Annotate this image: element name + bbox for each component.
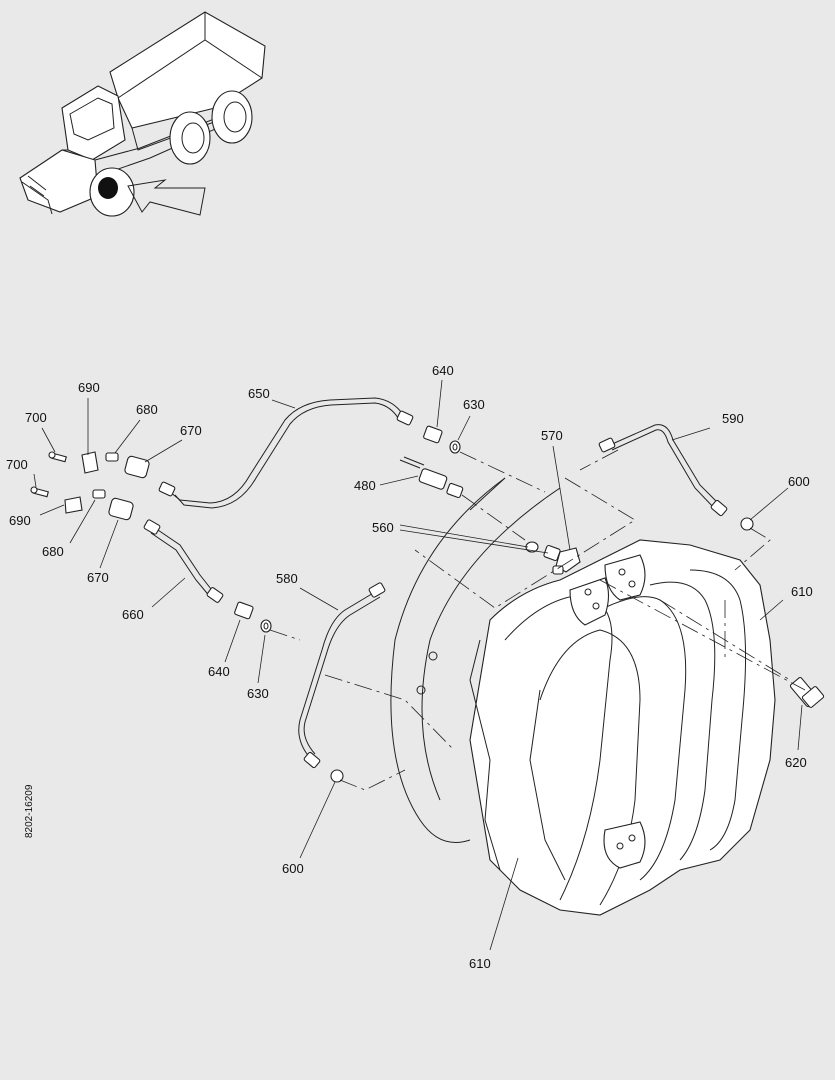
small-fittings: [234, 425, 825, 783]
callout-700-lower: 700: [6, 457, 28, 472]
hub-assembly-610: [390, 477, 776, 916]
pipe-660: [143, 519, 224, 603]
pipe-590: [598, 424, 728, 517]
callout-640-upper: 640: [432, 363, 454, 378]
callout-690-lower: 690: [9, 513, 31, 528]
leader-lines: [33, 379, 803, 951]
callout-660: 660: [122, 607, 144, 622]
callout-700-upper: 700: [25, 410, 47, 425]
callout-600-right: 600: [788, 474, 810, 489]
callout-690-upper: 690: [78, 380, 100, 395]
callout-650: 650: [248, 386, 270, 401]
callout-580: 580: [276, 571, 298, 586]
callout-600-lower: 600: [282, 861, 304, 876]
callout-680-upper: 680: [136, 402, 158, 417]
pipe-580: [298, 582, 386, 769]
pipe-650: [158, 397, 414, 509]
callout-670-lower: 670: [87, 570, 109, 585]
center-lines: [269, 449, 806, 791]
callout-630-upper: 630: [463, 397, 485, 412]
callout-610-bottom: 610: [469, 956, 491, 971]
callout-640-lower: 640: [208, 664, 230, 679]
callout-590: 590: [722, 411, 744, 426]
callout-630-lower: 630: [247, 686, 269, 701]
callout-670-upper: 670: [180, 423, 202, 438]
callout-620: 620: [785, 755, 807, 770]
callout-680-lower: 680: [42, 544, 64, 559]
document-id: 8202-16209: [24, 784, 35, 838]
callout-570: 570: [541, 428, 563, 443]
left-fittings: [30, 451, 150, 521]
callout-560: 560: [372, 520, 394, 535]
truck-locator-illustration: [19, 11, 266, 217]
callout-610-right: 610: [791, 584, 813, 599]
callout-480: 480: [354, 478, 376, 493]
